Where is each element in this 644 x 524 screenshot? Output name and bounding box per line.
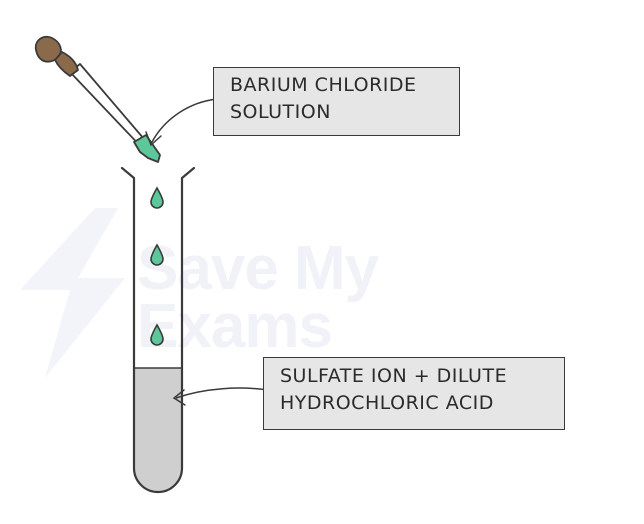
lightning-bolt-watermark-icon: [20, 208, 125, 378]
barium-chloride-label-line2: SOLUTION: [230, 101, 331, 123]
test-tube-outline: [120, 166, 196, 494]
droplet-2: [150, 243, 164, 266]
watermark-text-line2: Exams: [137, 292, 333, 361]
arrow-to-tube-head: [172, 389, 186, 406]
arrow-to-pipette-head: [145, 131, 162, 147]
pipette-bulb: [34, 35, 62, 63]
sulfate-acid-label-line1: SULFATE ION + DILUTE: [280, 365, 508, 387]
sulfate-acid-label: SULFATE ION + DILUTE HYDROCHLORIC ACID: [263, 357, 565, 430]
pipette: [34, 35, 161, 163]
barium-chloride-label: BARIUM CHLORIDE SOLUTION: [213, 67, 460, 136]
barium-chloride-label-line1: BARIUM CHLORIDE: [230, 74, 417, 96]
arrow-to-pipette: [151, 98, 218, 143]
watermark-text-line1: Save My: [137, 234, 379, 303]
pipette-bulb-collar: [54, 51, 79, 77]
test-tube-liquid: [134, 368, 182, 492]
droplet-1: [150, 186, 164, 209]
droplet-3: [150, 323, 164, 346]
pipette-tip-liquid: [133, 134, 161, 163]
sulfate-acid-label-line2: HYDROCHLORIC ACID: [280, 392, 494, 414]
arrow-to-tube: [175, 387, 269, 399]
